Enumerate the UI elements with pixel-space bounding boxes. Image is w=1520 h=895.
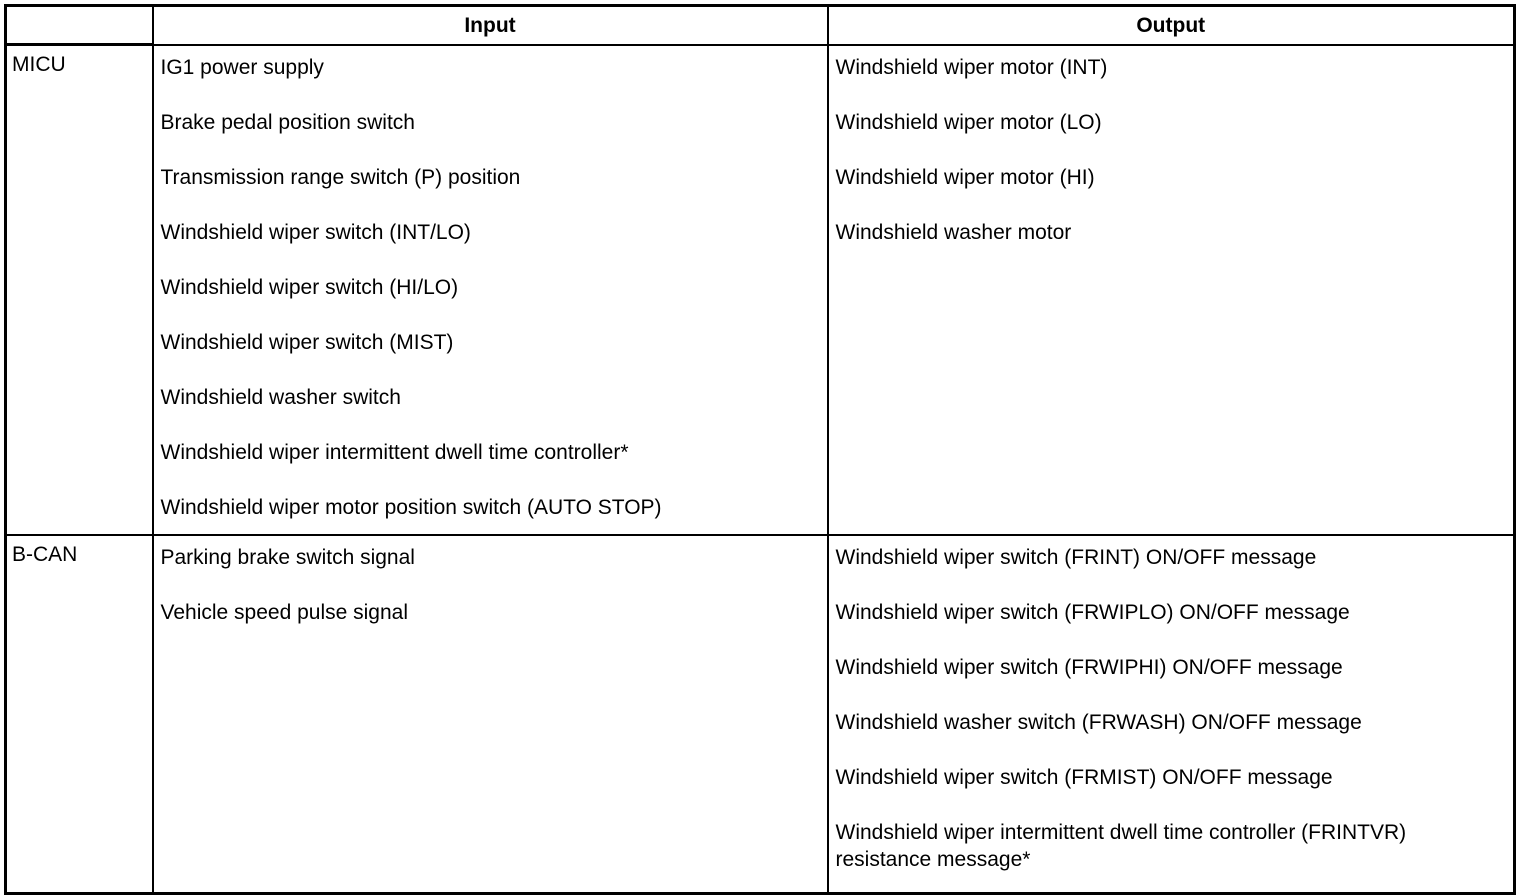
list-item: Windshield wiper switch (FRWIPHI) ON/OFF…	[835, 655, 1343, 679]
list-item: Windshield washer switch (FRWASH) ON/OFF…	[835, 710, 1362, 734]
module-label-bcan: B-CAN	[4, 533, 154, 895]
list-item: Windshield wiper switch (FRMIST) ON/OFF …	[835, 765, 1333, 789]
list-item: Transmission range switch (P) position	[160, 165, 521, 189]
list-item: Brake pedal position switch	[160, 110, 415, 134]
list-item: Windshield wiper switch (INT/LO)	[160, 220, 471, 244]
table-header: Input Output	[4, 4, 1516, 46]
output-cell-bcan: Windshield wiper switch (FRINT) ON/OFF m…	[826, 533, 1516, 895]
list-item: Windshield wiper motor (HI)	[835, 165, 1095, 189]
input-cell-bcan: Parking brake switch signal Vehicle spee…	[151, 533, 829, 895]
input-list-micu: IG1 power supply Brake pedal position sw…	[161, 54, 821, 521]
output-list-micu: Windshield wiper motor (INT) Windshield …	[836, 54, 1508, 246]
list-item: Windshield wiper motor (LO)	[835, 110, 1102, 134]
input-output-table: Input Output MICU IG1 power supply Brake…	[4, 4, 1516, 895]
column-header-output: Output	[826, 4, 1516, 46]
list-item: Windshield washer switch	[160, 385, 401, 409]
output-cell-micu: Windshield wiper motor (INT) Windshield …	[826, 43, 1516, 536]
column-header-input: Input	[151, 4, 829, 46]
input-cell-micu: IG1 power supply Brake pedal position sw…	[151, 43, 829, 536]
list-item: Windshield washer motor	[835, 220, 1072, 244]
list-item: Windshield wiper switch (MIST)	[160, 330, 454, 354]
module-label-micu: MICU	[4, 43, 154, 536]
list-item: Windshield wiper motor (INT)	[835, 55, 1108, 79]
header-row: Input Output	[4, 4, 1516, 46]
table-row: MICU IG1 power supply Brake pedal positi…	[4, 43, 1516, 536]
document-sheet: Input Output MICU IG1 power supply Brake…	[4, 4, 1516, 895]
column-header-module	[4, 4, 154, 46]
list-item: Windshield wiper intermittent dwell time…	[835, 820, 1407, 871]
list-item: Vehicle speed pulse signal	[160, 600, 409, 624]
input-list-bcan: Parking brake switch signal Vehicle spee…	[161, 544, 821, 626]
list-item: Windshield wiper switch (FRINT) ON/OFF m…	[835, 545, 1317, 569]
list-item: Windshield wiper intermittent dwell time…	[160, 440, 629, 464]
output-list-bcan: Windshield wiper switch (FRINT) ON/OFF m…	[836, 544, 1508, 873]
list-item: Windshield wiper switch (HI/LO)	[160, 275, 459, 299]
list-item: Parking brake switch signal	[160, 545, 415, 569]
table-body: MICU IG1 power supply Brake pedal positi…	[4, 43, 1516, 895]
table-row: B-CAN Parking brake switch signal Vehicl…	[4, 533, 1516, 895]
list-item: Windshield wiper motor position switch (…	[160, 495, 662, 519]
list-item: Windshield wiper switch (FRWIPLO) ON/OFF…	[835, 600, 1350, 624]
list-item: IG1 power supply	[160, 55, 324, 79]
